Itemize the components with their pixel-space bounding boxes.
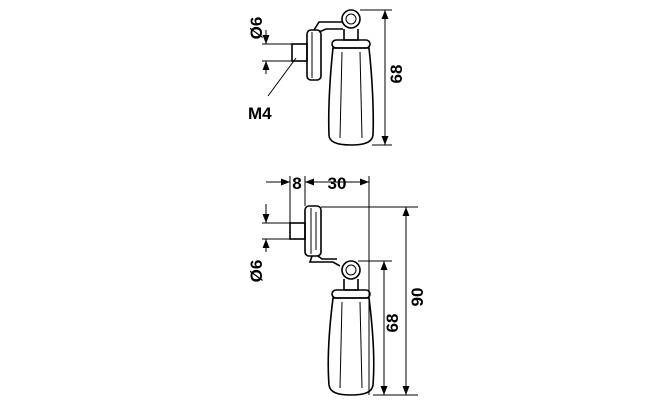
top-ring (341, 9, 361, 29)
top-ferrule (343, 29, 359, 41)
top-diameter-label: Ø6 (247, 17, 266, 40)
top-handle-view: Ø6 M4 68 (247, 9, 406, 146)
bottom-ring (341, 260, 361, 280)
bottom-depth-label: 30 (328, 174, 347, 193)
bottom-ring-inner (345, 264, 357, 276)
top-knob-body (327, 47, 375, 146)
bottom-diameter-label: Ø6 (247, 260, 266, 283)
top-height-label: 68 (387, 65, 406, 84)
bottom-ferrule (343, 279, 359, 291)
bottom-handle-view: 8 30 Ø6 68 90 (247, 174, 427, 396)
bottom-knob-body (327, 297, 375, 396)
top-screw-stub (291, 43, 308, 62)
top-bracket-arm (313, 21, 343, 33)
bottom-total-height-label: 90 (408, 288, 427, 307)
bottom-height-label: 68 (383, 314, 402, 333)
bottom-bracket-arm (308, 255, 341, 267)
bottom-offset-label: 8 (292, 174, 301, 193)
bottom-rosette (304, 205, 322, 257)
top-collar (331, 39, 371, 49)
top-rosette (306, 29, 322, 81)
top-thread-label: M4 (248, 104, 272, 123)
top-ring-inner (345, 13, 357, 25)
bottom-screw-stub (289, 222, 306, 240)
bottom-collar (331, 289, 371, 299)
